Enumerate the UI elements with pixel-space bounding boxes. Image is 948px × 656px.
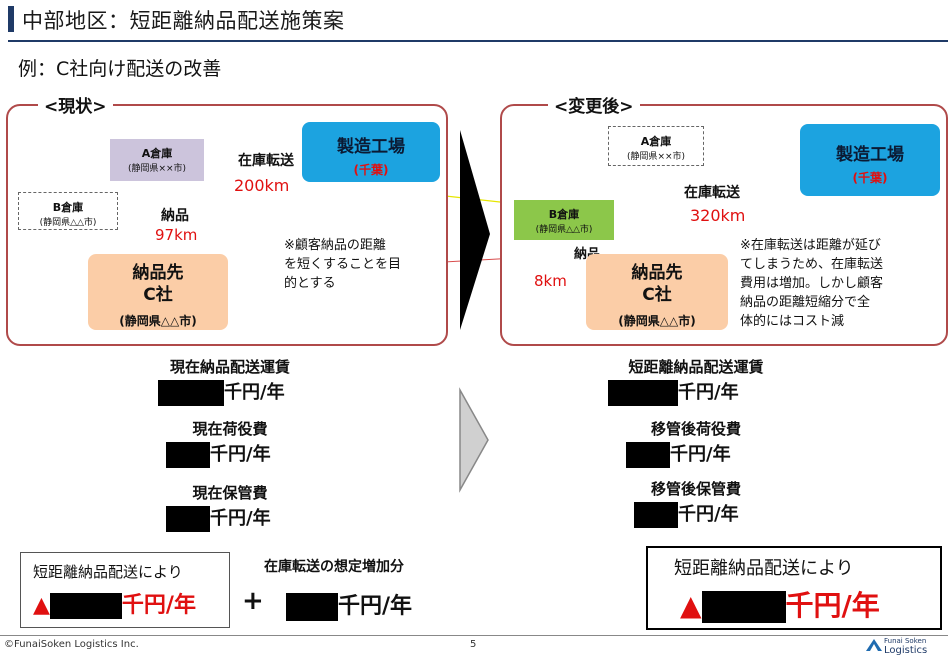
note-line: ※在庫転送は距離が延び [740,238,881,253]
page-subtitle: 例：C社向け配送の改善 [18,58,222,80]
note-line: 体的にはコスト減 [740,314,845,329]
savings-value: ▲ 千円/年 [680,584,880,624]
logo-line2: Logistics [884,645,928,656]
cost-unit: 千円/年 [224,382,285,403]
logo-icon [866,639,882,651]
savings-value: ▲ 千円/年 [33,587,196,619]
cost-row: 千円/年 [634,500,739,528]
destination-line1: 納品先 [631,263,683,283]
factory-current: 製造工場 (千葉) [302,122,440,182]
savings-title: 短距離納品配送により [33,563,183,581]
b-warehouse-name: B倉庫 [548,208,580,221]
note-line: てしまうため、在庫転送 [740,257,884,272]
cost-unit: 千円/年 [210,444,271,465]
increase-value: 千円/年 [286,588,412,621]
after-label: <変更後> [548,92,640,117]
increase-unit: 千円/年 [338,594,413,619]
destination-current: 納品先 C社 (静岡県△△市) [88,254,228,330]
factory-after: 製造工場 (千葉) [800,124,940,196]
note-line: を短くすることを目 [284,257,402,272]
redacted-value [49,593,122,619]
page-title: 中部地区：短距離納品配送施策案 [22,9,345,33]
note-line: 的とする [284,276,336,291]
destination-loc: (静岡県△△市) [618,314,696,328]
note-line: ※顧客納品の距離 [284,238,386,253]
b-warehouse-loc: (静岡県△△市) [535,225,593,235]
cost-unit: 千円/年 [670,444,731,465]
redacted-value [626,442,670,468]
destination-line1: 納品先 [132,263,184,283]
transition-chevron-gray [459,387,489,493]
transfer-distance-after: 320km [690,206,746,225]
cost-row: 千円/年 [626,440,731,468]
cost-label: 移管後保管費 [650,480,741,498]
savings-title: 短距離納品配送により [674,558,854,579]
cost-label: 移管後荷役費 [650,420,741,438]
cost-row: 千円/年 [608,378,739,406]
decrease-triangle-icon: ▲ [680,589,702,622]
redacted-value [166,506,210,532]
a-warehouse-current: A倉庫 (静岡県××市) [110,139,204,181]
transfer-distance-current: 200km [234,176,290,195]
savings-unit: 千円/年 [121,593,196,618]
a-warehouse-loc: (静岡県××市) [626,152,686,162]
b-warehouse-name: B倉庫 [52,201,84,214]
factory-name: 製造工場 [836,145,904,165]
a-warehouse-loc: (静岡県××市) [127,164,187,174]
note-after: ※在庫転送は距離が延び てしまうため、在庫転送 費用は増加。しかし顧客 納品の距… [740,236,883,331]
cost-row: 千円/年 [166,440,271,468]
savings-box-left: 短距離納品配送により ▲ 千円/年 [20,552,230,628]
savings-box-right: 短距離納品配送により ▲ 千円/年 [646,546,942,630]
note-current: ※顧客納品の距離 を短くすることを目 的とする [284,236,401,293]
redacted-value [166,442,210,468]
factory-name: 製造工場 [337,137,405,157]
a-warehouse-after: A倉庫 (静岡県××市) [608,126,704,166]
transition-chevron [460,130,490,330]
cost-unit: 千円/年 [678,382,739,403]
redacted-value [701,591,786,623]
redacted-value [634,502,678,528]
delivery-distance-after: 8km [534,272,567,290]
decrease-triangle-icon: ▲ [33,593,50,618]
b-warehouse-after: B倉庫 (静岡県△△市) [514,200,614,240]
delivery-label-current: 納品 [161,208,189,224]
a-warehouse-name: A倉庫 [640,135,672,148]
destination-line2: C社 [143,285,173,305]
title-accent-bar [8,6,14,32]
footer-copyright: ©FunaiSoken Logistics Inc. [4,639,139,650]
b-warehouse-current: B倉庫 (静岡県△△市) [18,192,118,230]
redacted-value [608,380,678,406]
note-line: 納品の距離短縮分で全 [740,295,871,310]
redacted-value [286,593,338,621]
savings-unit: 千円/年 [785,589,880,622]
note-line: 費用は増加。しかし顧客 [740,276,884,291]
logo-line1: Funai Soken [884,637,927,645]
current-label: <現状> [38,92,113,117]
footer-divider [0,635,948,636]
plus-sign: + [242,586,264,616]
destination-line2: C社 [642,285,672,305]
increase-label: 在庫転送の想定増加分 [264,559,404,575]
cost-label: 現在納品配送運賃 [169,358,290,376]
page-number: 5 [470,639,477,650]
cost-row: 千円/年 [166,504,271,532]
company-logo: Funai Soken Logistics [866,637,928,656]
cost-label: 現在荷役費 [192,420,268,438]
b-warehouse-loc: (静岡県△△市) [39,218,97,228]
delivery-distance-current: 97km [155,226,198,244]
factory-loc: (千葉) [353,163,389,177]
factory-loc: (千葉) [852,171,888,185]
cost-row: 千円/年 [158,378,285,406]
cost-label: 現在保管費 [192,484,268,502]
cost-unit: 千円/年 [678,504,739,525]
cost-unit: 千円/年 [210,508,271,529]
transfer-label-current: 在庫転送 [238,153,294,169]
title-divider [8,40,948,42]
destination-after: 納品先 C社 (静岡県△△市) [586,254,728,330]
destination-loc: (静岡県△△市) [119,314,197,328]
cost-label: 短距離納品配送運賃 [628,358,764,376]
transfer-label-after: 在庫転送 [684,185,740,201]
redacted-value [158,380,224,406]
a-warehouse-name: A倉庫 [141,147,173,160]
